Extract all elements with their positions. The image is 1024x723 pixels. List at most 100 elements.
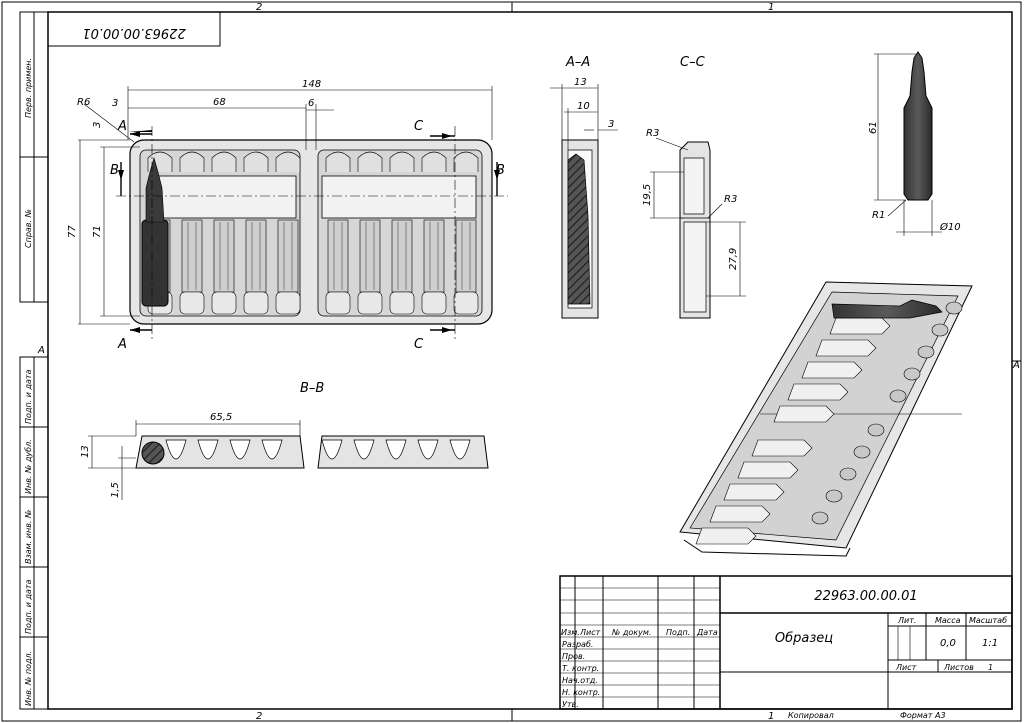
zone-right-a: A	[1012, 360, 1020, 371]
iso-pocket-end	[825, 489, 843, 503]
iso-pocket-end	[917, 345, 935, 359]
cut-b-left: B	[110, 163, 119, 178]
tray-pocket	[453, 151, 479, 315]
zone-bottom-2: 2	[256, 711, 262, 722]
section-cc-dims	[650, 137, 746, 297]
plan-dimensions	[78, 86, 508, 342]
col-data: Дата	[696, 628, 718, 637]
bb-scallop	[449, 439, 471, 460]
bb-scallop	[229, 439, 251, 460]
row-razrab: Разраб.	[562, 640, 593, 649]
dim-148: 148	[302, 79, 321, 90]
mirror-code-box	[47, 11, 221, 47]
section-aa-view	[561, 139, 599, 319]
iso-pocket	[695, 527, 757, 545]
bb-scallop	[417, 439, 439, 460]
iso-pocket	[801, 361, 863, 379]
hdr-list: Лист	[895, 663, 917, 672]
cartridge-dims	[874, 53, 942, 236]
zone-top-2: 2	[256, 2, 262, 13]
col-podp: Подп.	[666, 628, 690, 637]
dim-aa-13: 13	[574, 77, 587, 88]
row-nach-otd: Нач.отд.	[562, 676, 598, 685]
val-scale: 1:1	[982, 638, 998, 649]
dim-cart-d10: Ø10	[939, 221, 961, 233]
iso-pocket-end	[867, 423, 885, 437]
dim-aa-3: 3	[608, 119, 614, 130]
strip-podp-data-2: Подп. и дата	[24, 579, 33, 634]
dim-6: 6	[308, 98, 314, 109]
strip-perv-primen: Перв. примен.	[24, 58, 33, 118]
bb-scallop	[353, 439, 375, 460]
title-block	[559, 575, 1013, 710]
strip-sprav-no: Справ. №	[24, 209, 33, 248]
dim-cart-61: 61	[868, 121, 879, 134]
row-n-kontr: Н. контр.	[562, 688, 600, 697]
col-izm: Изм.	[561, 628, 580, 637]
iso-pocket	[709, 505, 771, 523]
left-strip	[19, 11, 49, 710]
tray-pocket	[389, 151, 415, 315]
dim-3-vertical: 3	[92, 122, 103, 128]
tray-pocket	[243, 151, 269, 315]
bb-scallop	[197, 439, 219, 460]
strip-inv-podl: Инв. № подл.	[24, 651, 33, 706]
val-listov: 1	[988, 663, 993, 672]
zone-top-1: 1	[768, 2, 774, 13]
iso-pocket-end	[903, 367, 921, 381]
row-utv: Утв.	[562, 700, 579, 709]
title-name: Образец	[775, 631, 833, 646]
dim-r6: R6	[77, 97, 90, 108]
section-bb-title: B–B	[300, 381, 324, 396]
section-bb-dims	[88, 420, 301, 500]
dim-cart-r1: R1	[872, 210, 885, 221]
cut-b-right: B	[496, 163, 505, 178]
dim-cc-19-5: 19,5	[642, 184, 653, 206]
dim-bb-1-5: 1,5	[110, 482, 121, 498]
bb-scallop	[321, 439, 343, 460]
strip-inv-dubl: Инв. № дубл.	[24, 439, 33, 494]
dim-cc-r3-mid: R3	[724, 194, 737, 205]
iso-pocket	[773, 405, 835, 423]
hdr-masshtab: Масштаб	[969, 616, 1007, 625]
cut-c-top: C	[414, 119, 424, 134]
cut-c-bottom: C	[414, 337, 424, 352]
hdr-lit: Лит.	[897, 616, 916, 625]
iso-pocket	[723, 483, 785, 501]
hdr-listov: Листов	[943, 663, 974, 672]
dim-71: 71	[92, 225, 103, 238]
bb-scallop	[165, 439, 187, 460]
iso-pocket-end	[811, 511, 829, 525]
section-bb-view	[135, 435, 489, 469]
zone-left-a: A	[37, 345, 45, 356]
footer-kopiroval: Копировал	[788, 711, 834, 720]
iso-pocket	[751, 439, 813, 457]
footer-format: Формат А3	[900, 711, 946, 720]
col-list: Лист	[579, 628, 601, 637]
dim-bb-65-5: 65,5	[210, 412, 232, 423]
iso-pocket-end	[839, 467, 857, 481]
iso-pocket-end	[931, 323, 949, 337]
iso-pocket-end	[945, 301, 963, 315]
dim-bb-13: 13	[80, 445, 91, 458]
iso-pocket-end	[853, 445, 871, 459]
cartridge-in-iso-tray	[831, 299, 943, 319]
col-doc: № докум.	[611, 628, 651, 637]
section-aa-title: A–A	[565, 55, 590, 70]
cartridge-view	[903, 51, 933, 201]
tray-pocket	[325, 151, 351, 315]
iso-pocket-end	[889, 389, 907, 403]
tray-pocket	[179, 151, 205, 315]
bb-scallop	[385, 439, 407, 460]
iso-pocket	[815, 339, 877, 357]
tray-plan-view	[129, 139, 493, 325]
zone-bottom-1: 1	[768, 711, 774, 722]
val-massa: 0,0	[940, 638, 956, 649]
dim-3-horizontal: 3	[112, 98, 118, 109]
section-cc-title: C–C	[680, 55, 706, 70]
dim-77: 77	[67, 225, 78, 238]
iso-pocket	[737, 461, 799, 479]
tray-pocket	[421, 151, 447, 315]
dim-cc-27-9: 27,9	[728, 248, 739, 270]
